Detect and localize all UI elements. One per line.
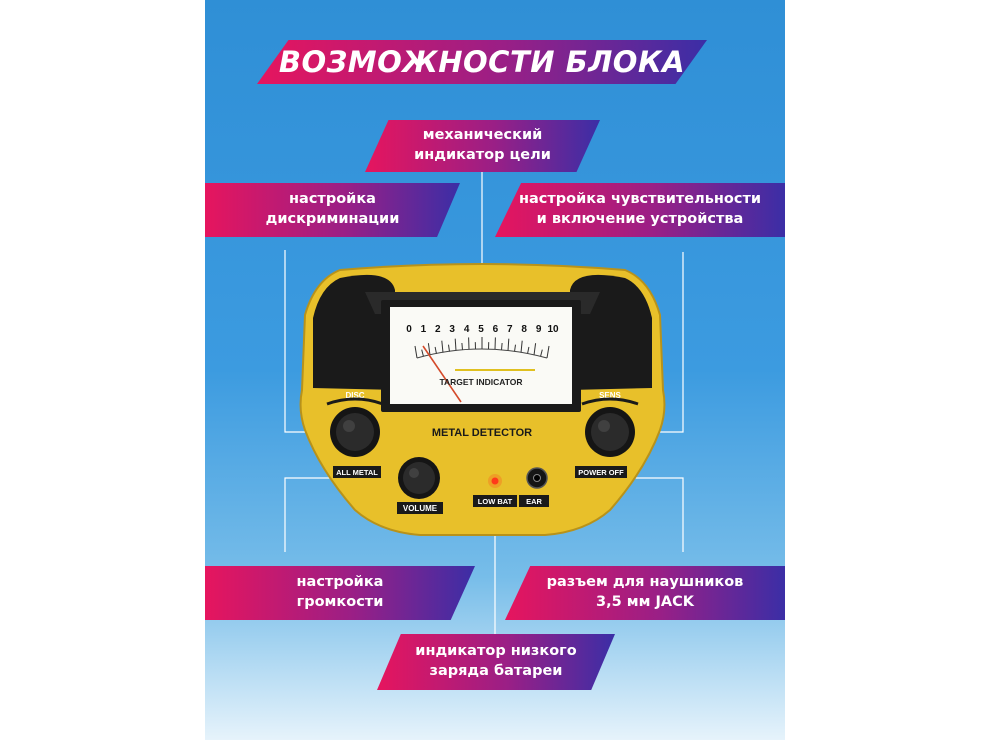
meter-tick	[454, 338, 457, 351]
meter-tick	[501, 342, 503, 351]
headphone-jack-hole	[533, 474, 541, 482]
sens-label: SENS	[599, 391, 621, 400]
all-metal-label: ALL METAL	[336, 468, 378, 477]
meter-tick	[540, 349, 543, 357]
meter-tick	[533, 343, 537, 356]
meter-tick	[546, 345, 550, 359]
meter-arc	[416, 348, 548, 359]
meter-scale-number: 5	[478, 324, 484, 335]
volume-label: VOLUME	[403, 504, 438, 513]
volume-tag	[397, 502, 443, 514]
meter-scale-number: 2	[435, 324, 441, 335]
lowbat-label: LOW BAT	[478, 497, 513, 506]
meter-scale-number: 3	[449, 324, 455, 335]
ear-tag	[519, 495, 549, 507]
meter-tick	[427, 343, 431, 356]
meter-tick	[434, 346, 437, 355]
disc-arc	[326, 397, 384, 406]
volume-knob-cap	[403, 462, 435, 494]
callout-headphone-jack: разъем для наушников 3,5 мм JACK	[505, 566, 785, 620]
meter-scale-number: 4	[464, 324, 470, 335]
meter-scale-number: 9	[536, 324, 542, 335]
page-title: ВОЗМОЖНОСТИ БЛОКА	[257, 40, 707, 84]
meter-label: TARGET INDICATOR	[439, 377, 522, 387]
low-battery-led-glow	[488, 474, 502, 488]
meter-tick	[520, 340, 523, 353]
meter-scale-number: 7	[507, 324, 513, 335]
power-off-tag	[575, 466, 627, 478]
lowbat-tag	[473, 495, 517, 507]
meter-scale-number: 6	[493, 324, 499, 335]
sens-knob-highlight	[598, 420, 610, 432]
meter-tick	[421, 349, 424, 357]
meter-tick	[527, 346, 530, 355]
meter-tick	[414, 345, 418, 359]
disc-knob-highlight	[343, 420, 355, 432]
meter-face	[390, 307, 572, 404]
meter-tick	[461, 342, 463, 351]
callout-low-battery: индикатор низкого заряда батареи	[377, 634, 615, 690]
meter-tick	[507, 338, 510, 351]
callout-volume: настройка громкости	[205, 566, 475, 620]
meter-scale-number: 10	[547, 324, 559, 335]
sens-knob-cap	[591, 413, 629, 451]
sens-arc	[581, 397, 639, 406]
meter-scale-number: 0	[406, 324, 412, 335]
meter-tick	[448, 344, 450, 352]
disc-label: DISC	[345, 391, 364, 400]
power-off-label: POWER OFF	[578, 468, 624, 477]
volume-knob-highlight	[409, 468, 419, 478]
meter-tick	[441, 340, 444, 353]
brand-label: METAL DETECTOR	[432, 427, 532, 439]
low-battery-led	[491, 477, 499, 485]
callout-sensitivity: настройка чувствительности и включение у…	[495, 183, 785, 237]
meter-scale-number: 1	[421, 324, 427, 335]
callout-target-indicator: механический индикатор цели	[365, 120, 600, 172]
ear-label: EAR	[526, 497, 542, 506]
callout-discrimination: настройка дискриминации	[205, 183, 460, 237]
disc-knob-cap	[336, 413, 374, 451]
meter-needle	[422, 345, 462, 403]
poster: ВОЗМОЖНОСТИ БЛОКА механический индикатор…	[205, 0, 785, 740]
all-metal-tag	[333, 466, 381, 478]
meter-scale-number: 8	[521, 324, 527, 335]
meter-tick	[514, 344, 516, 352]
